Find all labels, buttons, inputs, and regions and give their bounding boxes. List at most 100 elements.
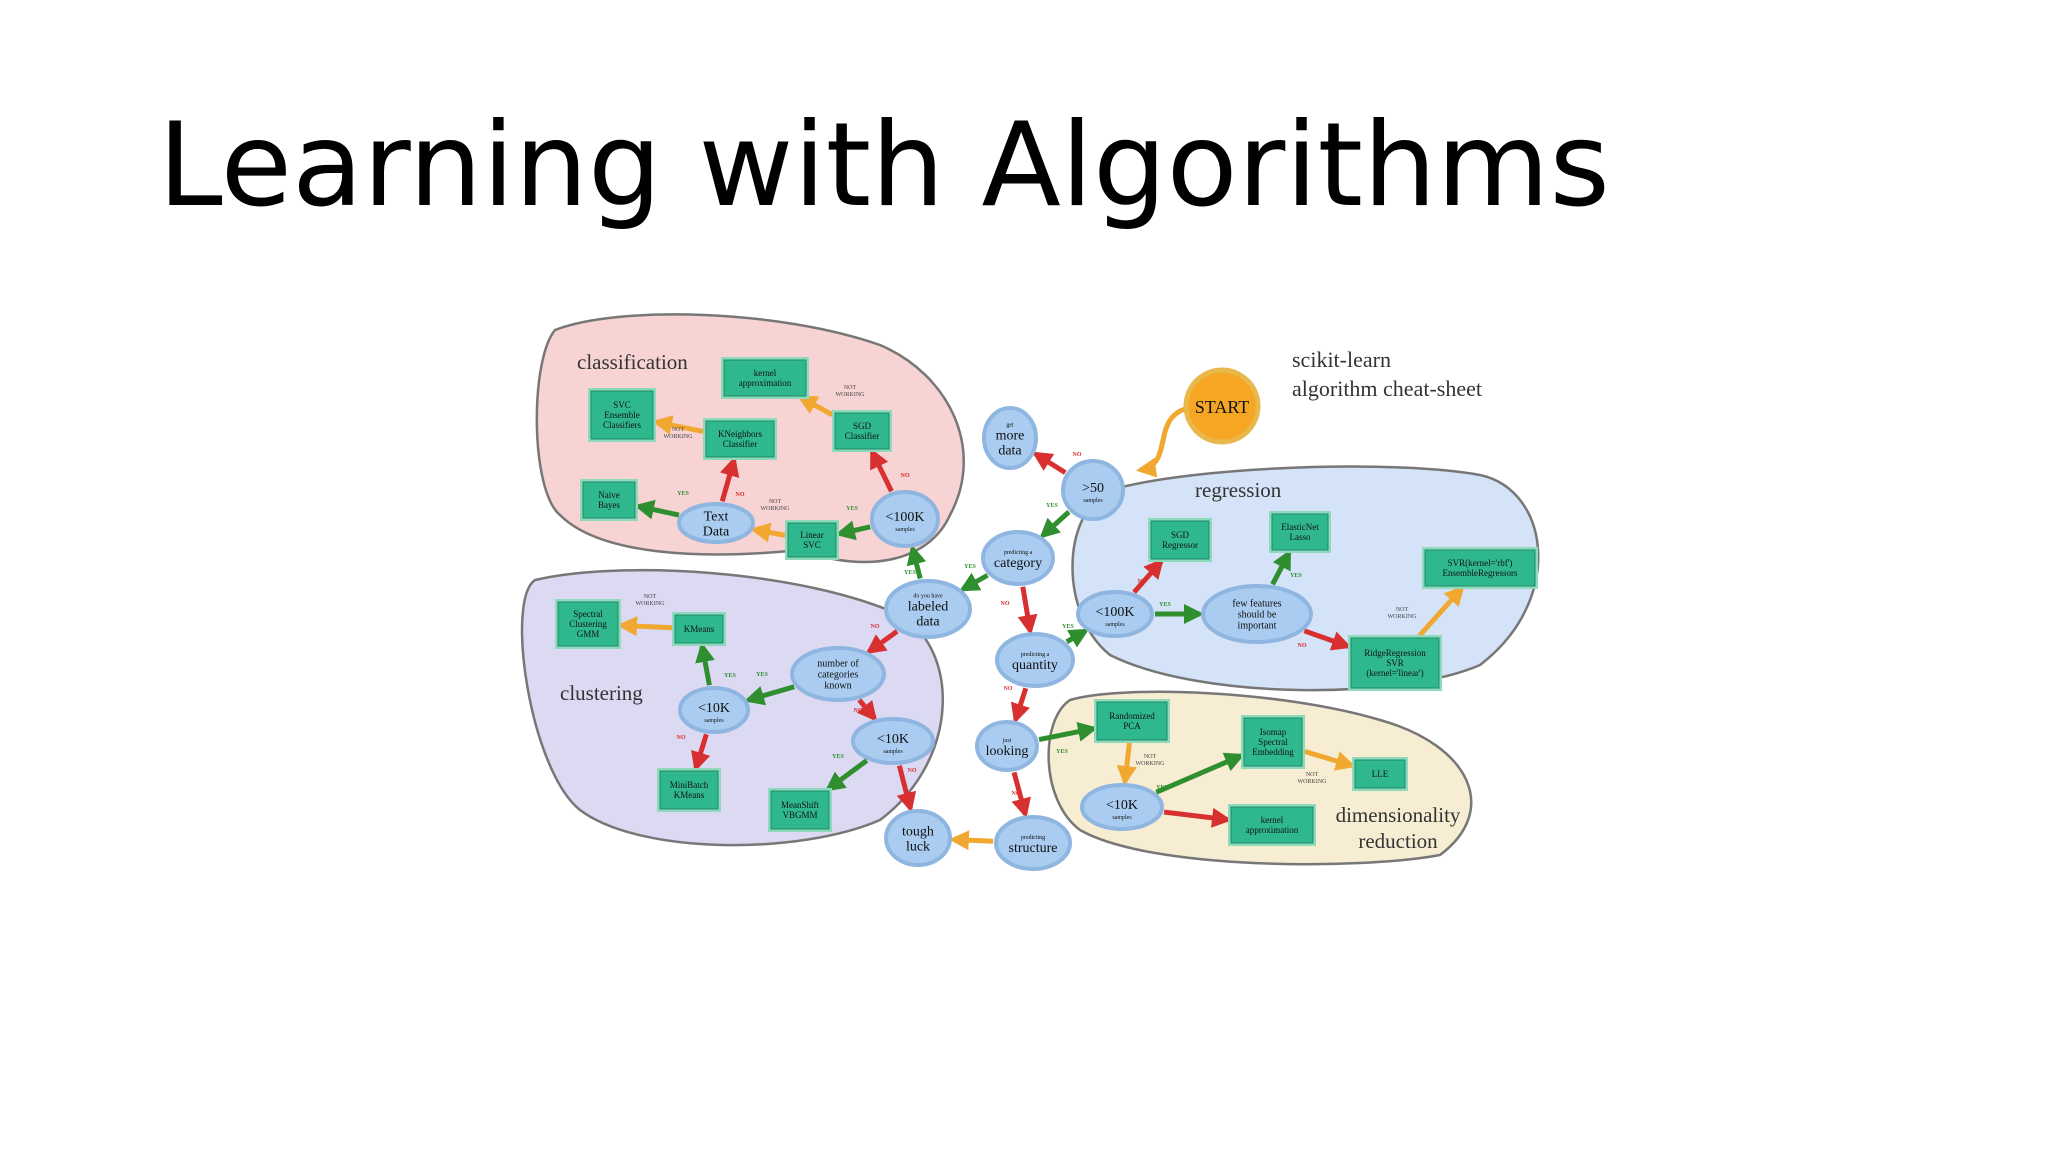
estimator-text: SVC xyxy=(613,400,631,410)
estimator-text: Regressor xyxy=(1162,540,1198,550)
decision-subtext: samples xyxy=(1083,498,1103,504)
estimator-text: GMM xyxy=(577,629,600,639)
edge-label-not-working: NOT xyxy=(844,385,857,391)
edge-label-not-working: NOT xyxy=(644,594,657,600)
edge-few_features-to-ridge xyxy=(1303,628,1352,651)
edge-label-yes: YES xyxy=(846,506,858,512)
edge-gt50-to-category xyxy=(1039,510,1071,539)
decision-text: categories xyxy=(818,670,859,681)
edge-label-not-working: NOT xyxy=(1144,754,1157,760)
clustering-label: clustering xyxy=(560,681,643,705)
decision-text: data xyxy=(916,614,940,629)
decision-text: should be xyxy=(1238,610,1277,621)
classification-label: classification xyxy=(577,350,688,374)
edge-cls_100k-to-linear_svc xyxy=(835,520,871,541)
edge-label-no: NO xyxy=(1004,686,1013,692)
estimator-text: KNeighbors xyxy=(718,429,762,439)
estimator-shape xyxy=(557,601,619,647)
decision-text: labeled xyxy=(908,599,948,614)
edge-sgd_classifier-to-kernel_approx_cls xyxy=(797,395,834,418)
decision-text: <100K xyxy=(1095,605,1134,620)
slide-title: Learning with Algorithms xyxy=(158,98,1610,233)
estimator-text: kernel xyxy=(1261,815,1284,825)
edge-label-not-working: NOT xyxy=(1306,772,1319,778)
edge-label-not-working: WORKING xyxy=(664,434,694,440)
decision-shape xyxy=(1080,783,1164,831)
edge-clu_10k_a-to-minibatch xyxy=(691,733,711,772)
edge-label-not-working: NOT xyxy=(1396,607,1409,613)
estimator-text: Spectral xyxy=(573,609,603,619)
decision-shape xyxy=(677,502,755,544)
decision-shape xyxy=(982,406,1038,470)
edge-text_data-to-naive_bayes xyxy=(634,499,680,520)
estimator-text: SGD xyxy=(1171,530,1190,540)
edge-label-not-working: WORKING xyxy=(1136,761,1166,767)
estimator-text: Ensemble xyxy=(604,410,640,420)
decision-shape xyxy=(975,720,1039,772)
estimator-text: approximation xyxy=(1246,825,1299,835)
decision-caption: do you have xyxy=(913,593,943,599)
edge-clu_10k_b-to-meanshift xyxy=(824,758,869,792)
estimator-text: KMeans xyxy=(684,624,715,634)
estimator-text: MiniBatch xyxy=(670,780,709,790)
estimator-kmeans: KMeans xyxy=(672,612,726,646)
edge-label-no: NO xyxy=(908,768,917,774)
decision-caption: get xyxy=(1006,422,1014,428)
decision-subtext: samples xyxy=(1112,815,1132,821)
edge-structure-to-tough xyxy=(948,830,994,851)
decision-subtext: samples xyxy=(883,749,903,755)
estimator-text: Linear xyxy=(800,530,823,540)
estimator-text: approximation xyxy=(739,378,792,388)
estimator-shape xyxy=(674,614,724,644)
decision-shape xyxy=(994,815,1072,871)
edge-few_features-to-elasticnet xyxy=(1270,549,1292,586)
cheat-sheet-header-line2: algorithm cheat-sheet xyxy=(1292,376,1482,401)
edge-label-not-working: NOT xyxy=(672,427,685,433)
decision-text: number of xyxy=(817,659,859,670)
estimator-text: PCA xyxy=(1123,721,1141,731)
estimator-text: Lasso xyxy=(1290,532,1311,542)
edge-label-yes: YES xyxy=(832,754,844,760)
edge-label-no: NO xyxy=(1001,601,1010,607)
cheat-sheet-header-line1: scikit-learn xyxy=(1292,347,1391,372)
estimator-shape xyxy=(723,359,807,397)
estimator-shape xyxy=(770,790,830,830)
decision-text: data xyxy=(998,443,1022,458)
decision-gt50: >50 samples xyxy=(1061,459,1125,521)
estimator-shape xyxy=(1230,806,1314,844)
decision-text: <100K xyxy=(885,510,924,525)
edge-label-yes: YES xyxy=(964,564,976,570)
edge-label-not-working: WORKING xyxy=(636,601,666,607)
estimator-text: SGD xyxy=(853,421,872,431)
dimensionality-label-line1: dimensionality xyxy=(1336,803,1461,827)
edge-label-yes: YES xyxy=(1062,624,1074,630)
edge-label-yes: YES xyxy=(1156,785,1168,791)
decision-subtext: samples xyxy=(704,718,724,724)
decision-text: more xyxy=(996,428,1025,443)
decision-text: <10K xyxy=(698,701,730,716)
edge-isomap-to-lle xyxy=(1304,749,1356,771)
edge-label-yes: YES xyxy=(1290,573,1302,579)
edge-label-yes: YES xyxy=(724,673,736,679)
edge-num_cat-to-clu_10k_b xyxy=(856,698,878,722)
estimator-text: RidgeRegression xyxy=(1364,648,1426,658)
edge-label-no: NO xyxy=(1073,452,1082,458)
edge-label-not-working: WORKING xyxy=(1298,779,1328,785)
estimator-text: VBGMM xyxy=(782,810,817,820)
decision-caption: predicting a xyxy=(1021,652,1050,658)
edge-text_data-to-kneighbors xyxy=(719,456,740,503)
decision-text: >50 xyxy=(1082,481,1104,496)
edge-gt50-to-get_more_data xyxy=(1032,451,1067,475)
estimator-text: KMeans xyxy=(674,790,705,800)
